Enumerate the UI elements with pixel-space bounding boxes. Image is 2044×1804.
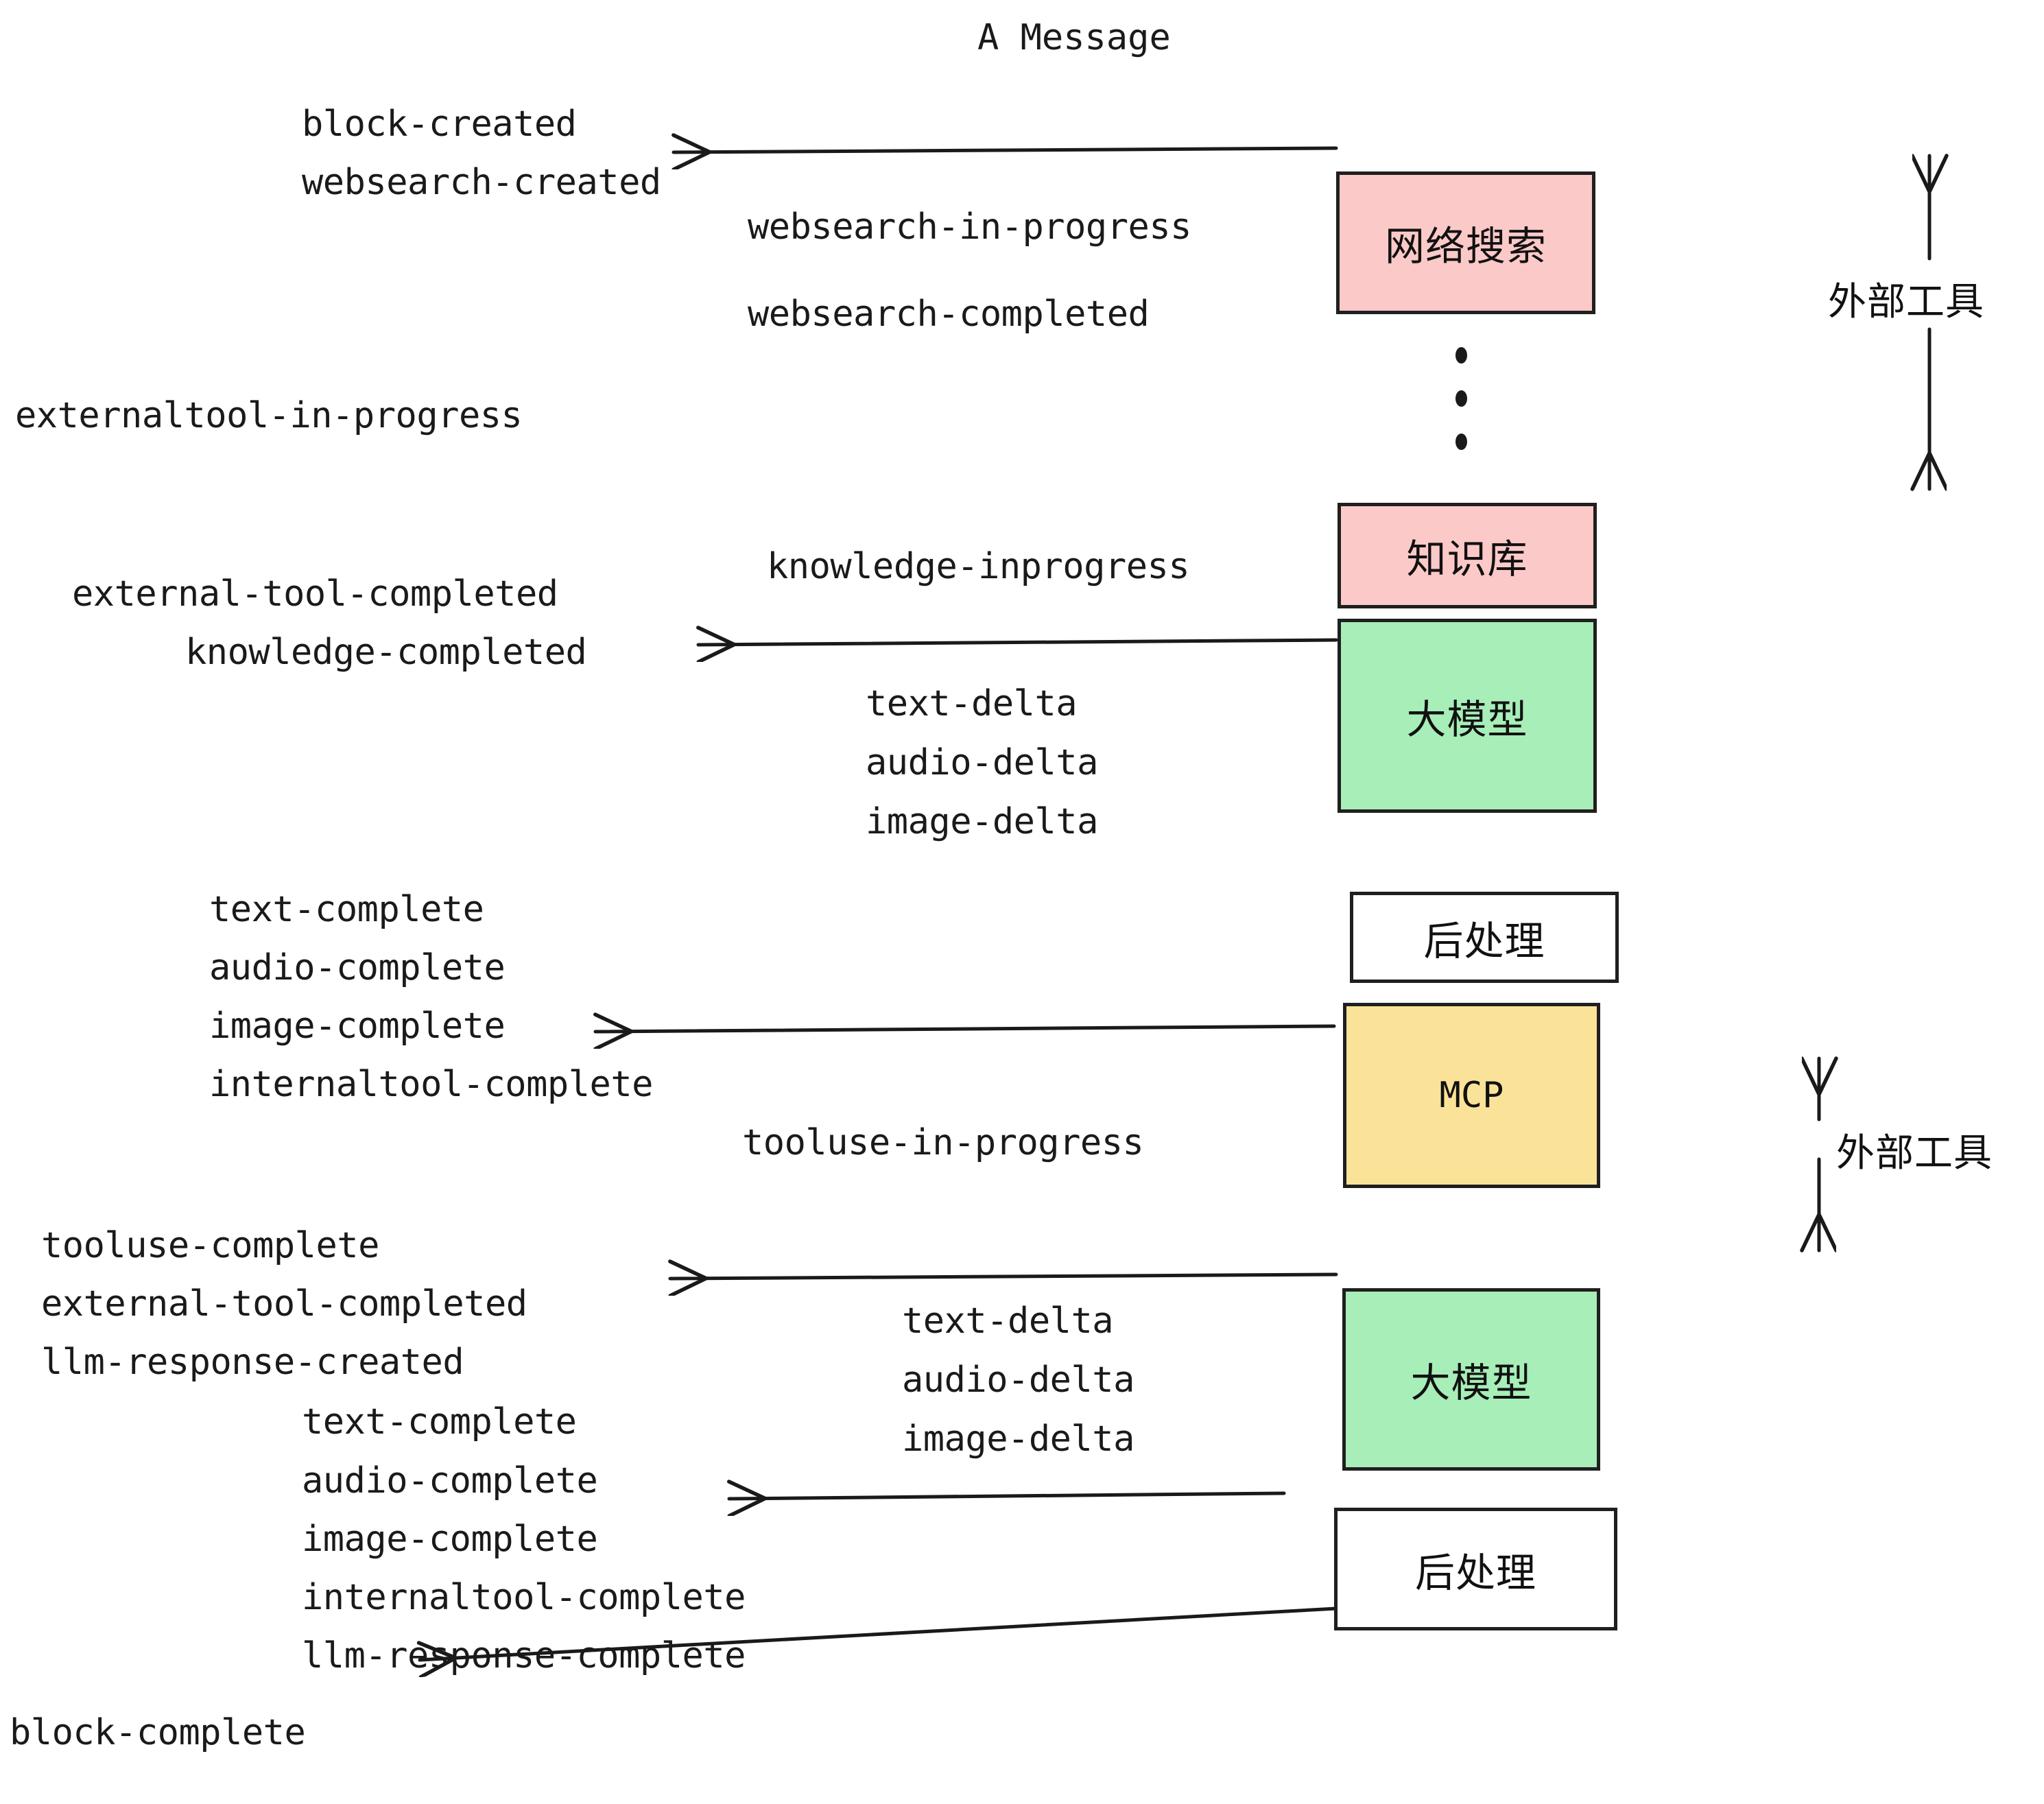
event-label-block-complete: block-complete <box>10 1712 306 1753</box>
event-label-internaltool-complete-1: internaltool-complete <box>209 1064 653 1105</box>
event-label-knowledge-completed: knowledge-completed <box>185 632 587 673</box>
external-tools-top-label: 外部工具 <box>1828 280 1984 324</box>
event-label-text-complete-2: text-complete <box>302 1401 577 1443</box>
event-label-websearch-in-progress: websearch-in-progress <box>748 206 1191 248</box>
node-websearch[interactable]: 网络搜索 <box>1336 171 1595 314</box>
event-label-websearch-created: websearch-created <box>302 162 661 203</box>
ellipsis-dots <box>1455 347 1467 450</box>
node-llm-bottom[interactable]: 大模型 <box>1342 1288 1600 1471</box>
event-label-audio-complete-2: audio-complete <box>302 1460 598 1502</box>
arrow-audio-complete <box>729 1493 1286 1499</box>
node-post-top[interactable]: 后处理 <box>1350 892 1619 983</box>
event-label-text-delta-1: text-delta <box>866 683 1078 724</box>
node-knowledge[interactable]: 知识库 <box>1338 503 1597 608</box>
event-label-tooluse-complete: tooluse-complete <box>41 1225 379 1266</box>
arrow-image-complete <box>595 1026 1336 1032</box>
event-label-llm-response-created: llm-response-created <box>41 1342 464 1383</box>
event-label-text-complete-1: text-complete <box>209 889 484 930</box>
event-label-llm-response-complete: llm-response-complete <box>302 1635 746 1676</box>
dot-2 <box>1455 390 1467 407</box>
dot-3 <box>1455 434 1467 450</box>
node-post-bottom[interactable]: 后处理 <box>1334 1508 1617 1630</box>
event-label-image-delta-1: image-delta <box>866 801 1098 842</box>
event-label-external-tool-completed-2: external-tool-completed <box>41 1283 527 1325</box>
event-label-image-complete-1: image-complete <box>209 1006 506 1047</box>
event-label-internaltool-complete-2: internaltool-complete <box>302 1577 746 1618</box>
event-label-external-tool-completed-1: external-tool-completed <box>72 573 558 615</box>
event-label-externaltool-in-progress: externaltool-in-progress <box>15 395 523 436</box>
arrow-block-created <box>674 148 1338 152</box>
event-label-tooluse-in-progress: tooluse-in-progress <box>742 1122 1144 1163</box>
node-llm-top[interactable]: 大模型 <box>1338 619 1597 813</box>
event-label-image-complete-2: image-complete <box>302 1519 598 1560</box>
arrow-tooluse-done <box>670 1274 1338 1279</box>
event-label-audio-delta-1: audio-delta <box>866 742 1098 783</box>
event-label-audio-complete-1: audio-complete <box>209 947 506 988</box>
event-label-block-created: block-created <box>302 104 577 145</box>
event-label-text-delta-2: text-delta <box>902 1301 1114 1342</box>
node-mcp[interactable]: MCP <box>1343 1003 1600 1188</box>
arrow-knowledge-done <box>698 640 1338 645</box>
event-label-audio-delta-2: audio-delta <box>902 1360 1134 1401</box>
external-tools-mcp-label: 外部工具 <box>1836 1131 1993 1176</box>
event-label-websearch-completed: websearch-completed <box>748 294 1150 335</box>
event-label-knowledge-inprogress: knowledge-inprogress <box>767 546 1190 587</box>
event-label-image-delta-2: image-delta <box>902 1419 1134 1460</box>
page-title: A Message <box>977 17 1171 58</box>
dot-1 <box>1455 347 1467 364</box>
